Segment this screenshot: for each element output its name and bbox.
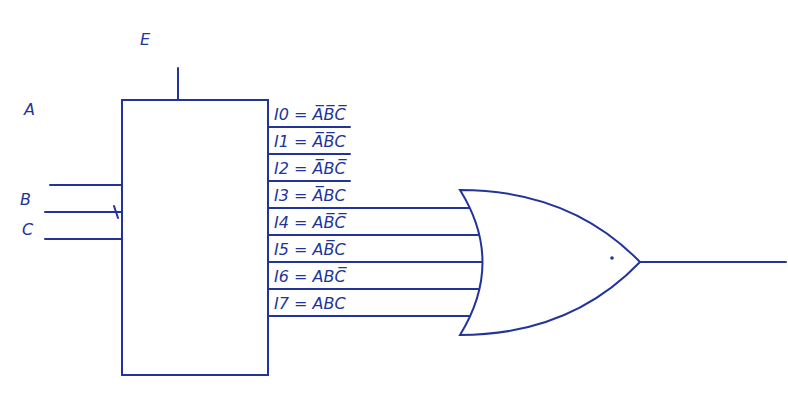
or-gate bbox=[460, 190, 640, 335]
input-name: B bbox=[20, 190, 31, 209]
input-wire bbox=[45, 238, 122, 240]
output-term: I3 = A̅BC bbox=[274, 186, 346, 205]
input-name: A bbox=[24, 100, 35, 119]
output-term: I7 = ABC bbox=[274, 294, 346, 313]
output-term: I1 = A̅B̅C bbox=[274, 132, 346, 151]
output-term: I2 = A̅BC̅ bbox=[274, 159, 346, 178]
output-wire bbox=[268, 288, 478, 290]
input-wire bbox=[50, 184, 122, 186]
output-term: I0 = A̅B̅C̅ bbox=[274, 105, 346, 124]
output-wire bbox=[268, 180, 350, 182]
input-name: E bbox=[140, 30, 150, 49]
input-name: C bbox=[22, 220, 33, 239]
input-tick bbox=[114, 206, 118, 218]
enable-wire bbox=[177, 68, 179, 100]
output-wire bbox=[268, 261, 482, 263]
decoder-box bbox=[122, 100, 268, 375]
output-term: I4 = AB̅C̅ bbox=[274, 213, 346, 232]
output-wire bbox=[268, 126, 350, 128]
output-wire bbox=[268, 315, 469, 317]
output-wire bbox=[268, 153, 350, 155]
output-wire bbox=[268, 207, 469, 209]
ink-dot bbox=[610, 256, 614, 260]
input-wire bbox=[45, 211, 122, 213]
gate-output-wire bbox=[640, 261, 786, 263]
output-term: I5 = AB̅C bbox=[274, 240, 346, 259]
output-wire bbox=[268, 234, 478, 236]
output-term: I6 = ABC̅ bbox=[274, 267, 346, 286]
